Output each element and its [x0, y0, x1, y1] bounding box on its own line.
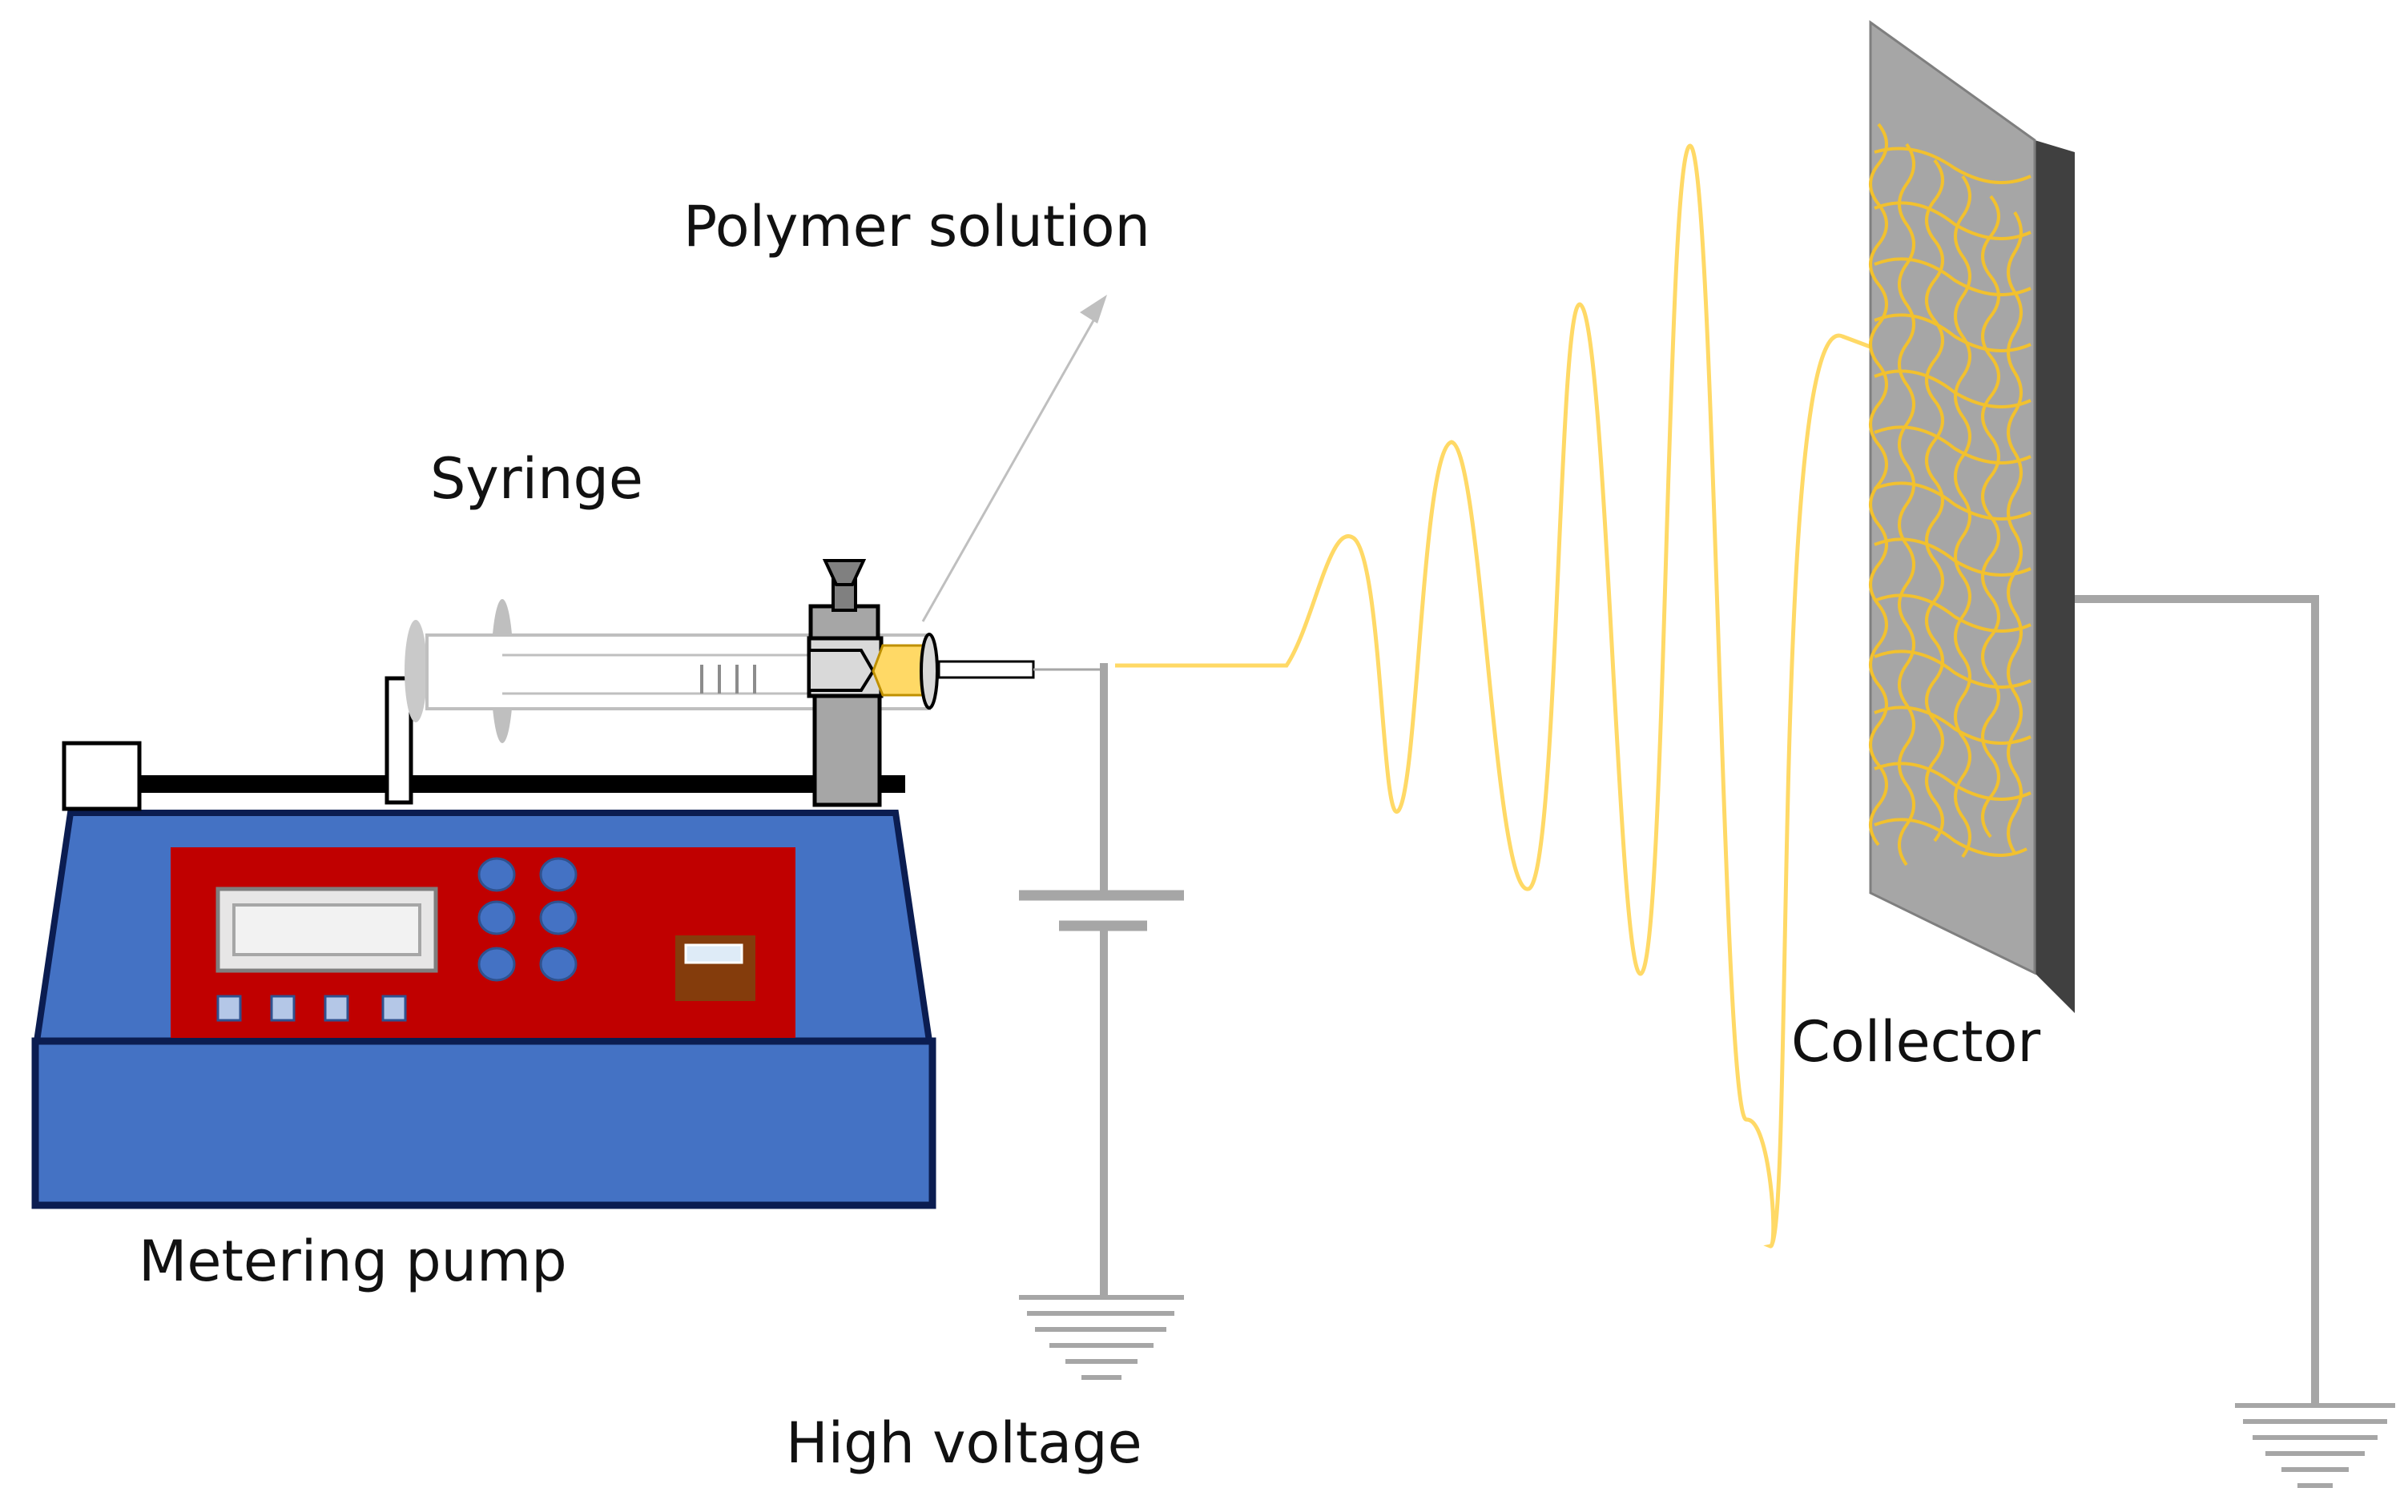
- ground-icon: [1019, 1295, 1184, 1380]
- square-key: [216, 995, 242, 1022]
- ground-icon: [2235, 1403, 2395, 1488]
- collector-ground-wire: [2075, 595, 2319, 1403]
- syringe-tip: [920, 633, 939, 710]
- metering-pump-label: Metering pump: [139, 1228, 567, 1294]
- collector: [1869, 20, 2395, 1488]
- square-key: [270, 995, 296, 1022]
- collector-label: Collector: [1791, 1009, 2041, 1075]
- square-key: [381, 995, 407, 1022]
- fiber-mesh: [1869, 123, 2031, 867]
- high-voltage-label: High voltage: [786, 1410, 1142, 1476]
- round-button: [477, 857, 516, 892]
- syringe-clamp-post: [812, 690, 882, 807]
- syringe-needle: [937, 660, 1035, 679]
- metering-pump: [31, 676, 936, 1209]
- plunger-disc: [405, 620, 427, 722]
- square-key: [324, 995, 349, 1022]
- collector-edge: [2035, 140, 2075, 1013]
- display-box-window: [684, 943, 743, 964]
- pump-rail: [128, 775, 905, 793]
- clamp-knob: [822, 559, 867, 586]
- polymer-solution-fill: [872, 644, 929, 697]
- syringe-clamp-wedge: [807, 649, 876, 692]
- pump-base: [31, 1037, 936, 1209]
- syringe-label: Syringe: [430, 446, 643, 512]
- round-button: [477, 947, 516, 982]
- syringe: [405, 559, 1105, 807]
- rail-end-block: [62, 741, 142, 811]
- round-button: [539, 857, 578, 892]
- lcd-screen-inner: [232, 903, 421, 956]
- polymer-solution-label: Polymer solution: [683, 194, 1150, 259]
- round-button: [477, 900, 516, 935]
- polymer-solution-arrow: [921, 295, 1107, 622]
- fiber-jet: [1115, 143, 1875, 1249]
- high-voltage-circuit: [1019, 663, 1184, 1380]
- round-button: [539, 947, 578, 982]
- round-button: [539, 900, 578, 935]
